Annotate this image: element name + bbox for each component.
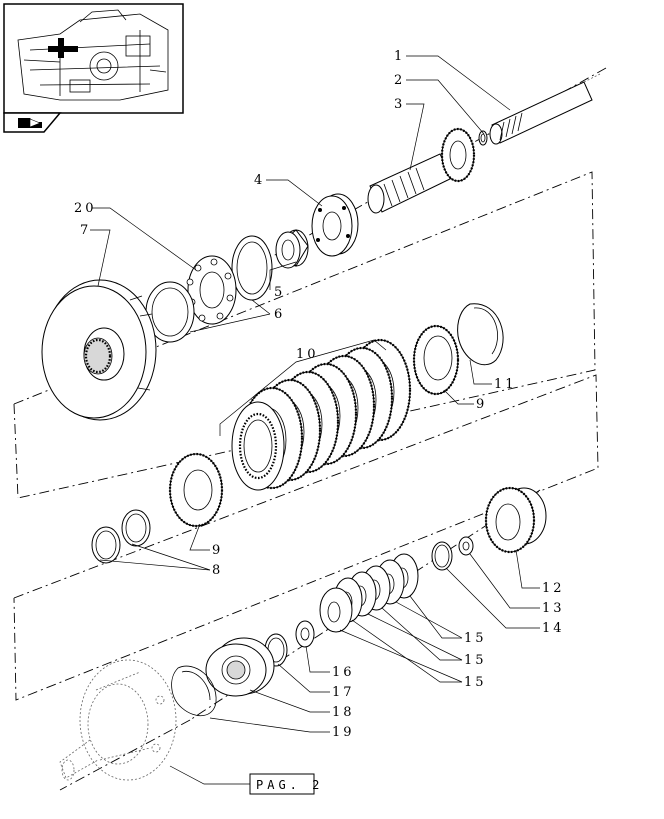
part-14-snap-ring — [431, 541, 453, 571]
callout-9-upper: 9 — [476, 397, 487, 412]
callout-20: 20 — [74, 201, 97, 216]
callout-2: 2 — [394, 73, 405, 88]
page-reference-label: PAG. 2 — [256, 778, 323, 792]
leader-lines — [90, 55, 540, 785]
callout-12: 12 — [542, 581, 565, 596]
part-19-snap-ring — [171, 665, 217, 716]
part-10-clutch-pack — [231, 338, 412, 491]
callout-7: 7 — [80, 223, 91, 238]
callout-18: 18 — [332, 705, 355, 720]
part-5-bushing — [275, 229, 309, 269]
callout-15-b: 15 — [464, 653, 487, 668]
callout-19: 19 — [332, 725, 355, 740]
callout-1: 1 — [394, 49, 405, 64]
part-1-shaft — [489, 73, 601, 145]
callout-labels: 1 2 3 4 5 6 7 20 10 11 9 9 8 12 13 14 15… — [74, 49, 565, 740]
housing-ghost — [59, 659, 177, 781]
part-18-piston — [205, 637, 275, 697]
part-9-disc-upper — [412, 324, 460, 396]
part-20-thrust-bearing — [186, 255, 237, 325]
part-11-snap-ring — [457, 303, 504, 366]
callout-9-lower: 9 — [212, 543, 223, 558]
callout-8: 8 — [212, 563, 223, 578]
part-13-washer — [458, 536, 474, 556]
callout-4: 4 — [254, 173, 265, 188]
callout-11: 11 — [494, 377, 517, 392]
page-reference-link[interactable]: PAG. 2 — [249, 773, 323, 795]
callout-17: 17 — [332, 685, 355, 700]
callout-14: 14 — [542, 621, 565, 636]
callout-16: 16 — [332, 665, 355, 680]
part-7-hub-plate — [41, 279, 157, 421]
callout-10: 10 — [296, 347, 319, 362]
part-16-washer — [295, 620, 315, 648]
part-4-bearing — [311, 193, 359, 257]
part-15-spring-washers — [319, 553, 419, 633]
part-6-ring-2 — [145, 281, 195, 343]
part-6-ring — [231, 235, 273, 301]
part-9-disc-lower — [168, 452, 224, 528]
part-2-snap-ring — [478, 130, 488, 146]
part-12-gear — [484, 486, 547, 554]
callout-3: 3 — [394, 97, 405, 112]
callout-6: 6 — [274, 307, 285, 322]
callout-15-c: 15 — [464, 675, 487, 690]
inset-thumbnail[interactable] — [3, 3, 184, 114]
callout-13: 13 — [542, 601, 565, 616]
callout-5: 5 — [274, 285, 285, 300]
arrow-folder-icon[interactable] — [3, 112, 62, 133]
callout-15-a: 15 — [464, 631, 487, 646]
part-3-gear-shaft — [367, 127, 476, 214]
part-8-rings — [91, 509, 151, 564]
